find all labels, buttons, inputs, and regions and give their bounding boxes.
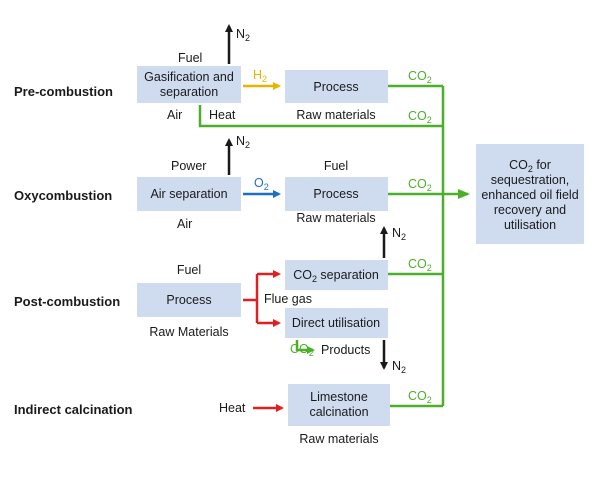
sequestration-text-2: sequestration, [491,173,570,187]
process-pre-box [285,70,388,103]
co2-label-products: CO2 [290,342,314,358]
sequestration-text-4: recovery and [494,203,566,217]
n2-label-direct: N2 [392,359,406,375]
air-label-oxy: Air [177,217,192,231]
heat-label-indirect: Heat [219,401,246,415]
flue-gas-label: Flue gas [264,292,312,306]
products-arrow [295,340,315,354]
air-separation-box [137,177,241,211]
co2-separation-text: CO2 separation [293,268,379,284]
h2-label: H2 [253,68,267,84]
sequestration-box [476,144,584,244]
co2-label-post: CO2 [408,257,432,273]
products-label: Products [321,343,370,357]
co2-collection-lines [198,84,470,408]
process-oxy-text: Process [313,187,358,201]
process-oxy-box [285,177,388,211]
raw-materials-label-pre: Raw materials [296,108,375,122]
sequestration-text-3: enhanced oil field [481,188,578,202]
sequestration-text-1: CO2 for [509,158,551,174]
limestone-text-2: calcination [309,405,368,419]
co2-label-pre-1: CO2 [408,69,432,85]
limestone-text-1: Limestone [310,390,368,404]
co2-label-oxy: CO2 [408,177,432,193]
air-separation-text: Air separation [150,187,227,201]
row-label-pre-combustion: Pre-combustion [14,84,113,99]
fuel-label-pre: Fuel [178,51,202,65]
co2-separation-box [285,260,388,290]
process-post-box [137,283,241,317]
n2-label-oxy: N2 [236,134,250,150]
process-pre-text: Process [313,80,358,94]
co2-label-pre-2: CO2 [408,109,432,125]
raw-materials-label-oxy: Raw materials [296,211,375,225]
air-label-pre: Air [167,108,182,122]
power-label-oxy: Power [171,159,206,173]
n2-label-pre: N2 [236,27,250,43]
gasification-text-2: separation [160,85,218,99]
sequestration-text-5: utilisation [504,218,556,232]
co2-label-indirect: CO2 [408,389,432,405]
gasification-box [137,66,241,103]
limestone-box [288,384,390,426]
row-label-post-combustion: Post-combustion [14,294,120,309]
direct-utilisation-text: Direct utilisation [292,316,380,330]
process-post-text: Process [166,293,211,307]
fuel-label-post: Fuel [177,263,201,277]
row-label-indirect-calcination: Indirect calcination [14,402,133,417]
n2-label-co2-sep: N2 [392,226,406,242]
fuel-label-oxy: Fuel [324,159,348,173]
raw-materials-label-indirect: Raw materials [299,432,378,446]
row-label-oxycombustion: Oxycombustion [14,188,112,203]
gasification-text-1: Gasification and [144,70,234,84]
flue-gas-arrows [243,270,281,327]
raw-materials-label-post: Raw Materials [149,325,228,339]
direct-utilisation-box [285,308,388,338]
heat-label-pre: Heat [209,108,236,122]
o2-label: O2 [254,176,269,192]
